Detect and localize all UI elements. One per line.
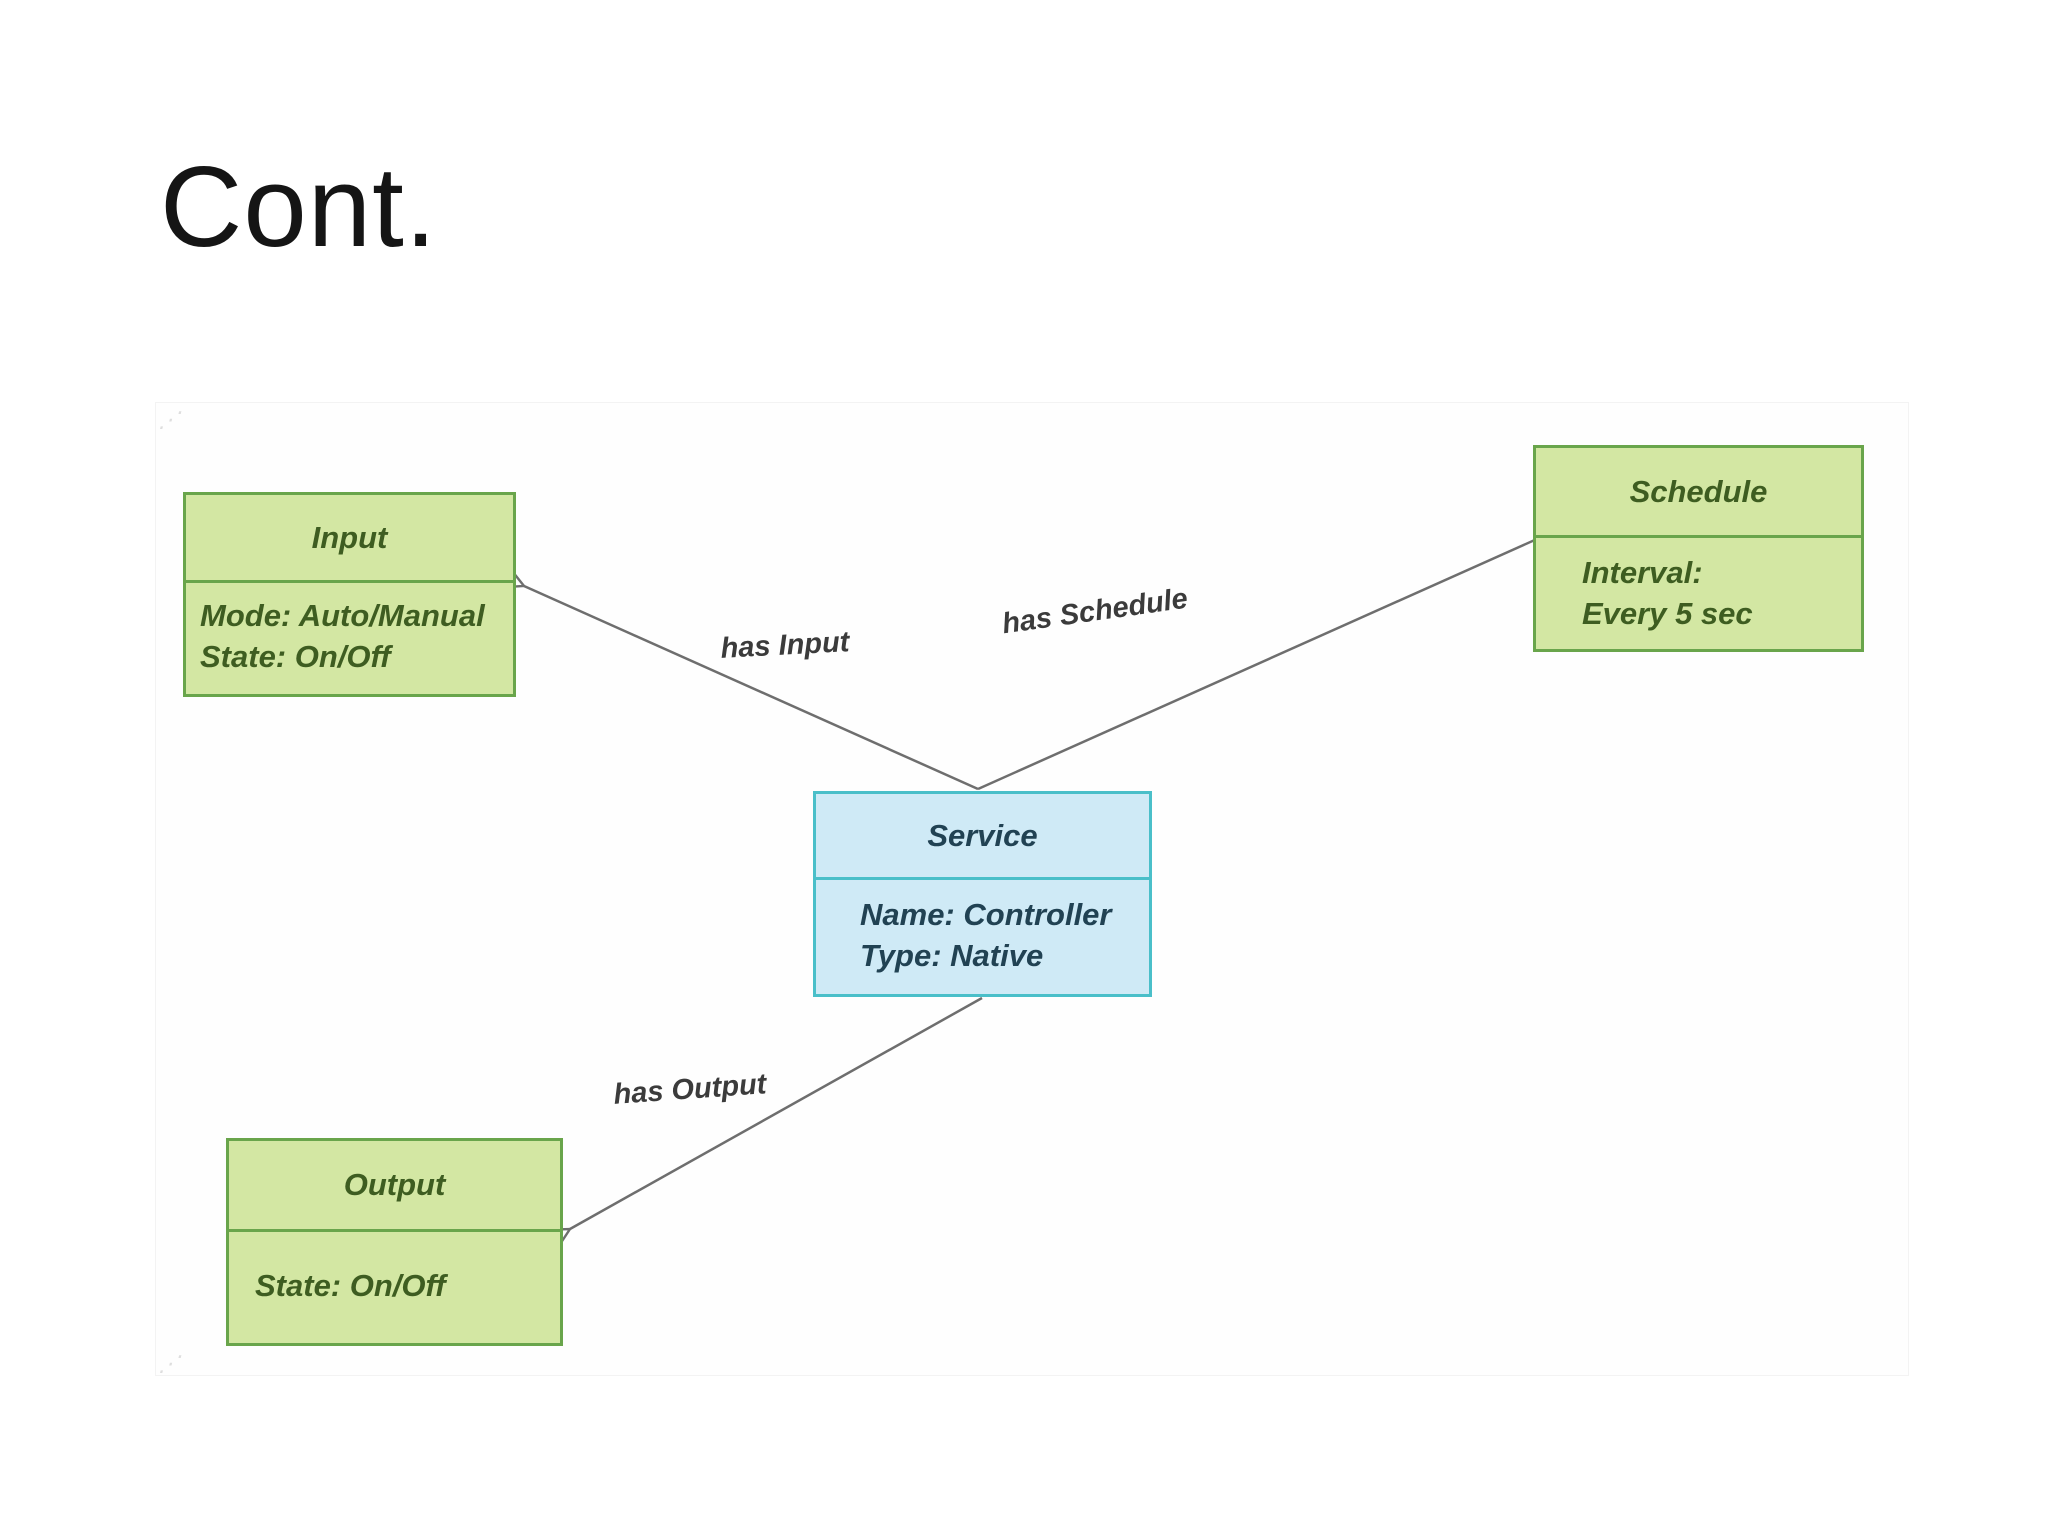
entity-schedule: Schedule Interval: Every 5 sec	[1533, 445, 1864, 652]
entity-input: Input Mode: Auto/Manual State: On/Off	[183, 492, 516, 697]
entity-input-attributes: Mode: Auto/Manual State: On/Off	[186, 583, 513, 691]
attribute-line: Interval:	[1582, 554, 1703, 590]
page-title: Cont.	[160, 144, 438, 271]
corner-artifact: ⋰	[158, 1351, 180, 1376]
entity-input-title: Input	[186, 495, 513, 583]
attribute-line: State: On/Off	[200, 639, 391, 674]
attribute-line: Name: Controller	[860, 896, 1112, 932]
entity-service-attributes: Name: Controller Type: Native	[816, 880, 1149, 991]
attribute-line: Every 5 sec	[1582, 595, 1753, 631]
entity-service: Service Name: Controller Type: Native	[813, 791, 1152, 997]
entity-output: Output State: On/Off	[226, 1138, 563, 1346]
entity-schedule-title: Schedule	[1536, 448, 1861, 538]
entity-service-title: Service	[816, 794, 1149, 880]
entity-output-attributes: State: On/Off	[229, 1232, 560, 1340]
corner-artifact: ⋰	[158, 407, 180, 432]
attribute-line: Mode: Auto/Manual	[200, 598, 485, 634]
attribute-line: Type: Native	[860, 937, 1044, 973]
entity-schedule-attributes: Interval: Every 5 sec	[1536, 538, 1861, 649]
edge-label-has-input: has Input	[719, 626, 851, 665]
attribute-line: State: On/Off	[255, 1267, 446, 1303]
entity-output-title: Output	[229, 1141, 560, 1232]
